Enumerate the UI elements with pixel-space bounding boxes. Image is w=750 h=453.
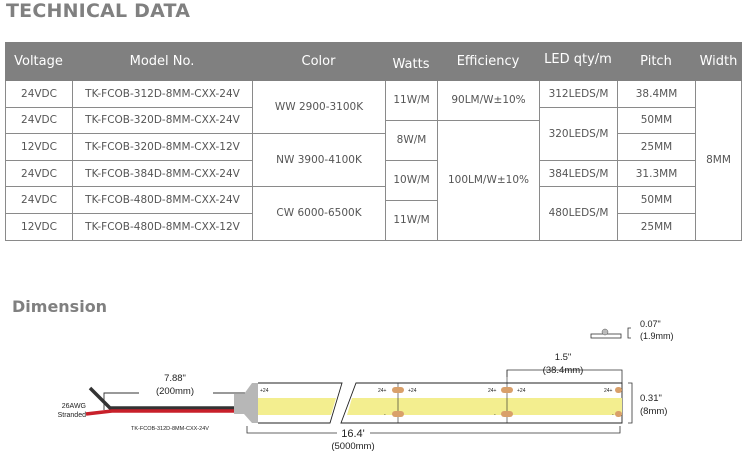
cob-light-right (347, 398, 622, 415)
pad-label: 24+ (488, 388, 497, 394)
voltage-cell: 12VDC (5, 214, 72, 241)
pad-label: +24 (517, 388, 526, 394)
watts-cell: 11W/M (385, 200, 437, 241)
technical-data-table: Voltage Model No. Color Watts Efficiency… (5, 42, 742, 241)
solder-pads (392, 387, 622, 417)
model-cell: TK-FCOB-384D-8MM-CXX-24V (72, 160, 252, 188)
page-title: TECHNICAL DATA (6, 0, 191, 22)
pad-label: +24 (408, 388, 417, 394)
led-qty-cell: 312LEDS/M (539, 81, 617, 108)
pad-label: 24+ (378, 388, 387, 394)
model-cell: TK-FCOB-312D-8MM-CXX-24V (72, 81, 252, 108)
model-cell: TK-FCOB-320D-8MM-CXX-12V (72, 134, 252, 161)
width-bracket (628, 382, 633, 424)
pitch-cell: 25MM (617, 134, 695, 161)
color-cell: CW 6000-6500K (252, 187, 385, 241)
model-label: TK-FCOB-312D-8MM-CXX-24V (131, 426, 209, 432)
header-color: Color (301, 54, 336, 69)
efficiency-cell: 100LM/W±10% (437, 120, 539, 241)
efficiency-cell: 90LM/W±10% (437, 81, 539, 121)
model-cell: TK-FCOB-480D-8MM-CXX-12V (72, 214, 252, 241)
header-model: Model No. (129, 54, 195, 69)
pitch-cell: 38.4MM (617, 81, 695, 108)
pad-label: 24+ (604, 388, 613, 394)
width-in: 0.31" (640, 393, 662, 404)
wire-type: Stranded (58, 412, 87, 419)
connector (234, 383, 258, 423)
pad-label: - (494, 412, 496, 418)
header-watts: Watts (392, 57, 430, 72)
total-length-mm: (5000mm) (331, 441, 374, 452)
watts-cell: 8W/M (385, 120, 437, 161)
lead-len-mm: (200mm) (156, 386, 194, 397)
color-cell: NW 3900-4100K (252, 134, 385, 188)
thickness-bracket (627, 327, 631, 339)
header-led-qty: LED qty/m (544, 52, 612, 67)
voltage-cell: 24VDC (5, 107, 72, 135)
led-qty-cell: 384LEDS/M (539, 160, 617, 188)
pitch-cell: 25MM (617, 214, 695, 241)
width-cell: 8MM (695, 81, 742, 241)
total-length-in: 16.4' (341, 428, 365, 440)
header-voltage: Voltage (14, 54, 63, 69)
voltage-cell: 24VDC (5, 187, 72, 214)
dimension-title: Dimension (12, 297, 108, 316)
wire-gauge: 26AWG (62, 403, 86, 410)
header-efficiency: Efficiency (456, 54, 520, 69)
pitch-in: 1.5" (555, 352, 572, 363)
model-cell: TK-FCOB-480D-8MM-CXX-24V (72, 187, 252, 214)
thickness-mm: (1.9mm) (640, 331, 674, 341)
pitch-cell: 31.3MM (617, 160, 695, 188)
pitch-cell: 50MM (617, 107, 695, 135)
header-pitch: Pitch (640, 54, 672, 69)
color-cell: WW 2900-3100K (252, 81, 385, 135)
red-wire (85, 409, 235, 416)
table-header (5, 42, 742, 81)
pad-label: - (612, 412, 614, 418)
voltage-cell: 24VDC (5, 81, 72, 108)
voltage-cell: 12VDC (5, 134, 72, 161)
voltage-cell: 24VDC (5, 160, 72, 188)
total-length-bracket (246, 426, 621, 434)
pitch-bracket (506, 369, 623, 383)
black-wire (88, 386, 235, 410)
thickness-in: 0.07" (640, 319, 661, 329)
profile-led (601, 328, 609, 336)
pad-label: - (384, 412, 386, 418)
watts-cell: 11W/M (385, 81, 437, 121)
led-qty-cell: 480LEDS/M (539, 187, 617, 241)
header-width: Width (699, 54, 738, 69)
lead-len-in: 7.88" (164, 373, 186, 384)
pitch-cell: 50MM (617, 187, 695, 214)
pad-label: +24 (260, 388, 269, 394)
width-mm: (8mm) (640, 406, 667, 417)
led-qty-cell: 320LEDS/M (539, 107, 617, 161)
pitch-mm: (38.4mm) (543, 365, 584, 376)
dimension-drawing: 0.07" (1.9mm) 7.88" (200mm) 26AWG Strand… (58, 319, 674, 452)
cob-light-left (258, 398, 336, 415)
watts-cell: 10W/M (385, 160, 437, 201)
model-cell: TK-FCOB-320D-8MM-CXX-24V (72, 107, 252, 135)
